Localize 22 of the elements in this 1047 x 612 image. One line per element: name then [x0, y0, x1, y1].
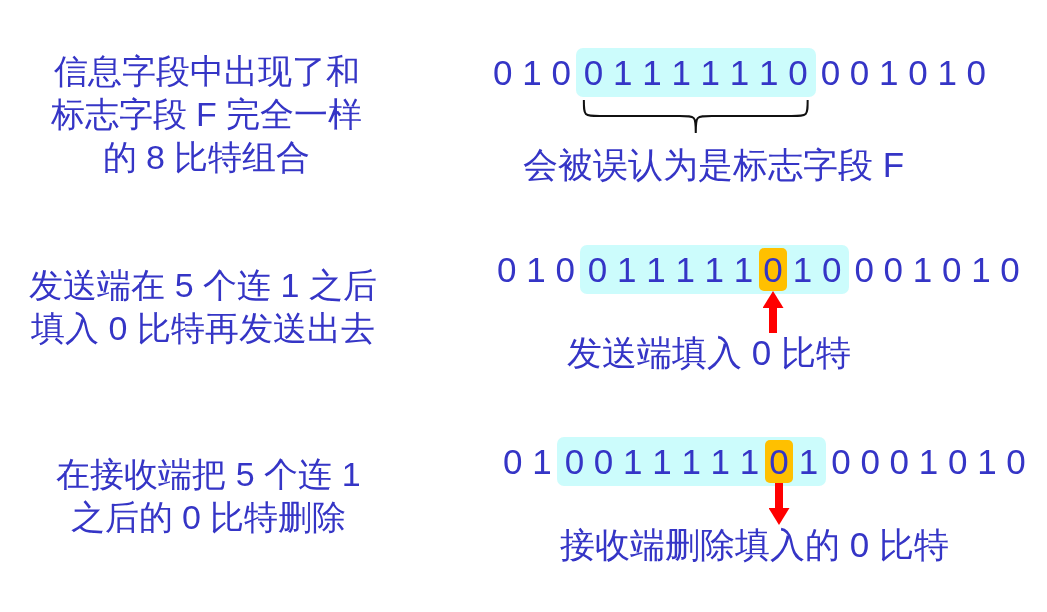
stuffed-bit: 0 [759, 248, 787, 291]
bit-string: 0 1 [503, 441, 552, 482]
bit-string: 0 1 1 1 1 1 [587, 249, 754, 290]
highlight-band [579, 245, 850, 294]
description-text: 发送端在 5 个连 1 之后填入 0 比特再发送出去 [28, 265, 378, 349]
description-text: 信息字段中出现了和标志字段 F 完全一样的 8 比特组合 [49, 51, 364, 178]
caption-text: 接收端删除填入的 0 比特 [560, 525, 949, 565]
highlight-band [556, 437, 827, 486]
bit-string: 0 0 1 0 1 0 [820, 52, 987, 93]
highlight-band: 0 1 1 1 1 1 1 0 [575, 48, 816, 97]
caption-text: 会被误认为是标志字段 F [523, 145, 905, 185]
bit-string: 0 0 0 1 0 1 0 [831, 441, 1026, 482]
bit-string: 0 1 0 [493, 52, 571, 93]
bit-string: 1 0 [792, 249, 842, 290]
stuffed-bit: 0 [765, 440, 793, 483]
bit-string: 1 [798, 441, 819, 482]
bit-string: 0 0 1 1 1 1 1 [564, 441, 760, 482]
bit-string: 0 1 0 [497, 249, 575, 290]
bit-string: 0 0 1 0 1 0 [854, 249, 1020, 290]
description-text: 在接收端把 5 个连 1 之后的 0 比特删除 [55, 454, 362, 538]
caption-text: 发送端填入 0 比特 [567, 333, 851, 373]
arrow [770, 483, 788, 525]
